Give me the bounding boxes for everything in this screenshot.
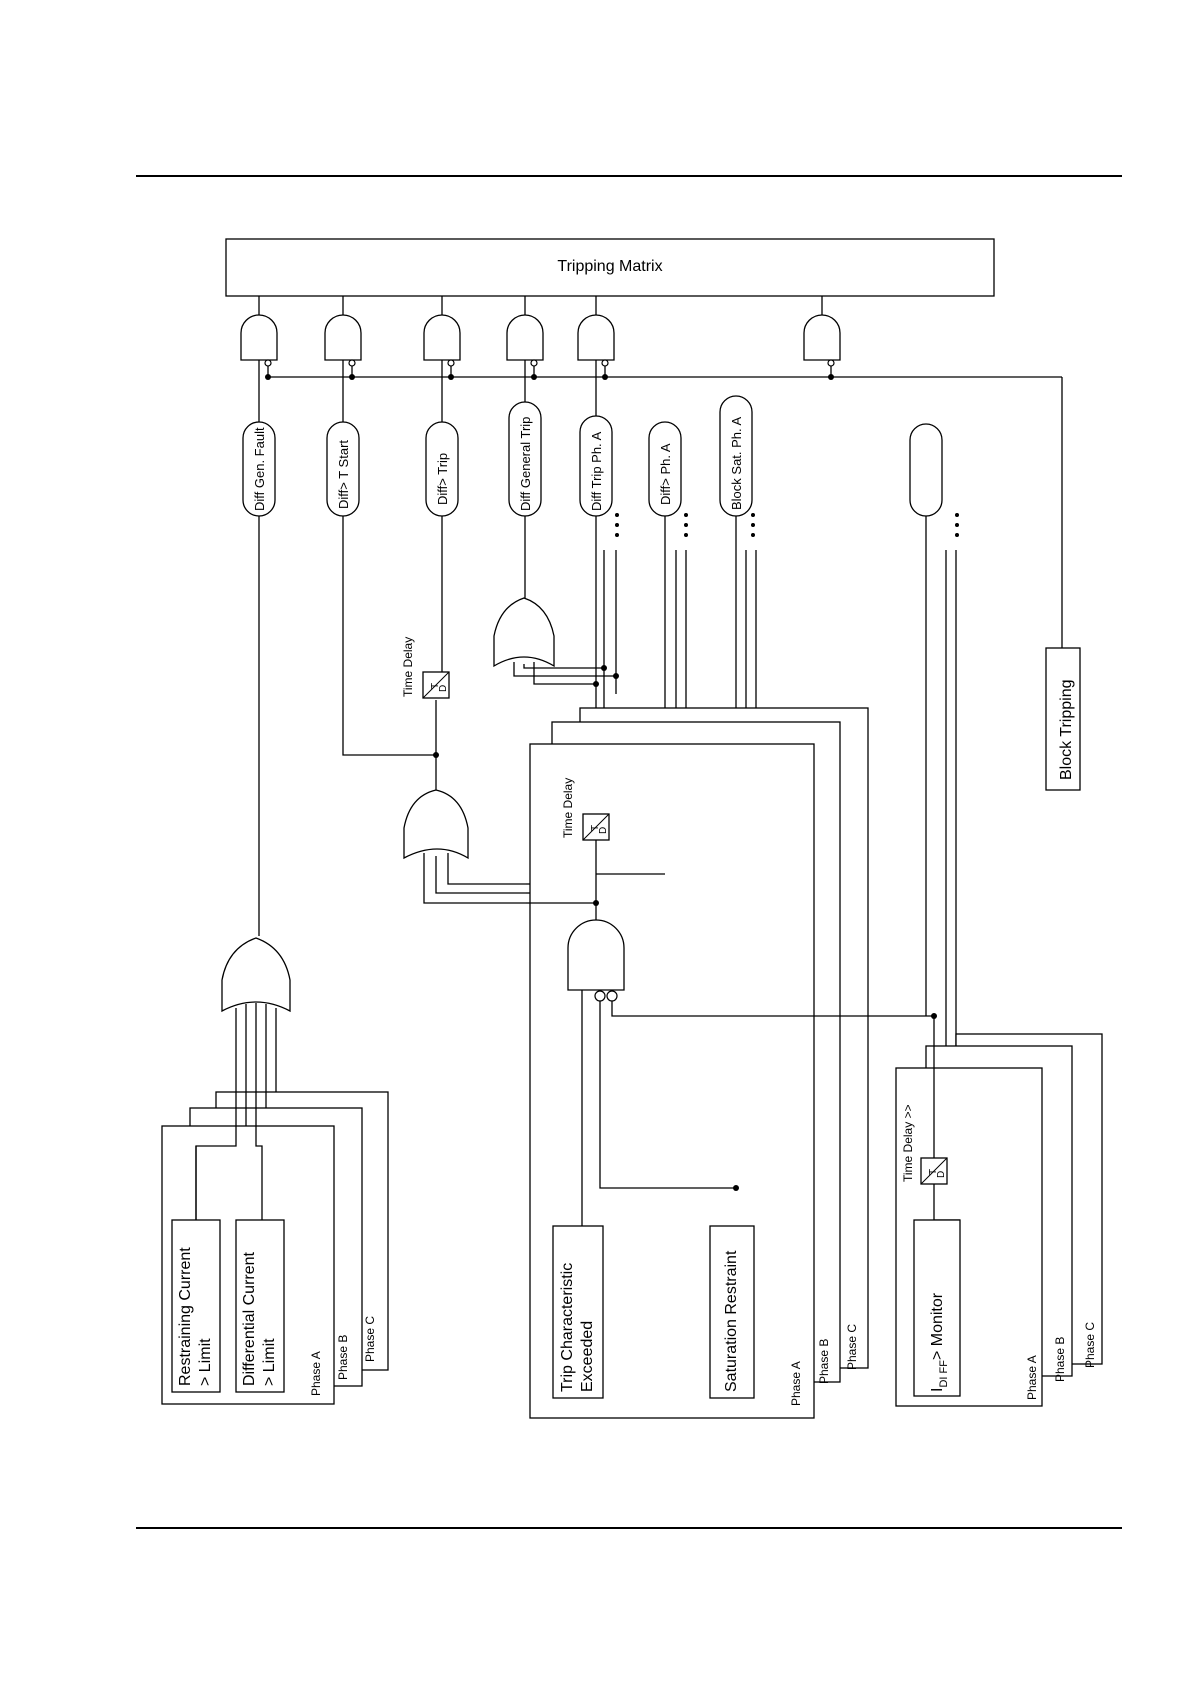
signal-label: Diff> T Start (336, 440, 351, 509)
ellipsis-4 (955, 513, 959, 537)
phase-a-label-middle: Phase A (789, 1361, 803, 1406)
and-gate-trip (567, 919, 625, 1002)
time-delay-label: Time Delay (561, 778, 575, 838)
signal-unlabeled (909, 423, 943, 517)
restraining-line2: > Limit (197, 1338, 214, 1386)
trip-characteristic-box: Trip Characteristic Exceeded (552, 1225, 604, 1399)
block-tripping-block: Block Tripping (1045, 647, 1081, 791)
trip-char-line2: Exceeded (579, 1321, 596, 1392)
td-d: D (936, 1171, 947, 1178)
signal-diff-trip: Diff> Trip (425, 421, 459, 517)
block-tripping-label: Block Tripping (1058, 680, 1075, 781)
td-t: T (590, 825, 601, 831)
trip-char-line1: Trip Characteristic (559, 1263, 576, 1392)
and-gate-3 (423, 296, 461, 367)
phase-b-label-middle: Phase B (817, 1339, 831, 1384)
and-gate-6 (803, 296, 841, 367)
signal-label: Diff Trip Ph. A (589, 431, 604, 511)
idiff-monitor-box: IDI FF> Monitor (913, 1219, 961, 1397)
td-d: D (598, 827, 609, 834)
signal-diff-general-trip: Diff General Trip (508, 401, 542, 517)
signal-block-sat-ph-a: Block Sat. Ph. A (719, 395, 753, 517)
and-gates-row (240, 296, 841, 367)
phase-a-label-left: Phase A (309, 1351, 323, 1396)
ellipsis-marks (615, 513, 959, 537)
and-gate-5 (577, 296, 615, 367)
left-phase-stack: Restraining Current > Limit Differential… (161, 1091, 389, 1405)
differential-line1: Differential Current (241, 1251, 258, 1386)
ellipsis-3 (751, 513, 755, 537)
phase-b-label-right: Phase B (1053, 1337, 1067, 1382)
saturation-restraint-box: Saturation Restraint (709, 1225, 755, 1399)
restraining-line1: Restraining Current (177, 1247, 194, 1386)
or-gate-general-trip (493, 597, 616, 685)
td-t: T (430, 683, 441, 689)
time-delay-3: Time Delay >> T D (901, 1104, 948, 1185)
or-gate-gen-fault (221, 937, 291, 1092)
signal-diff-trip-ph-a: Diff Trip Ph. A (579, 415, 613, 517)
td-t: T (928, 1169, 939, 1175)
saturation-restraint-label: Saturation Restraint (723, 1250, 740, 1392)
differential-line2: > Limit (261, 1338, 278, 1386)
time-delay-2: Time Delay T D (561, 778, 610, 841)
time-delay-monitor-label: Time Delay >> (901, 1104, 915, 1182)
signal-label: Diff Gen. Fault (252, 427, 267, 511)
signal-label: Diff> Trip (435, 453, 450, 505)
td-d: D (438, 685, 449, 692)
ellipsis-2 (684, 513, 688, 537)
and-gate-1 (240, 296, 278, 367)
phase-a-label-right: Phase A (1025, 1355, 1039, 1400)
block-bus (265, 366, 1063, 648)
signal-label: Block Sat. Ph. A (729, 416, 744, 510)
phase-c-label-middle: Phase C (845, 1324, 859, 1370)
time-delay-label: Time Delay (401, 637, 415, 697)
tripping-matrix-block: Tripping Matrix (225, 238, 995, 297)
right-phase-stack: Time Delay >> T D IDI FF> Monitor Phase … (895, 1016, 1103, 1407)
time-delay-1: Time Delay T D (401, 637, 450, 699)
and-gate-4 (506, 296, 544, 367)
phase-b-label-left: Phase B (336, 1335, 350, 1380)
phase-c-label-right: Phase C (1083, 1322, 1097, 1368)
differential-current-box: Differential Current > Limit (235, 1219, 285, 1393)
middle-phase-stack: Time Delay T D Trip Characteristic Excee… (526, 707, 937, 1419)
signal-diff-gen-fault: Diff Gen. Fault (242, 421, 276, 517)
tripping-matrix-label: Tripping Matrix (557, 258, 662, 275)
and-gate-2 (324, 296, 362, 367)
restraining-current-box: Restraining Current > Limit (171, 1219, 221, 1393)
signal-label: Diff General Trip (518, 417, 533, 511)
ellipsis-1 (615, 513, 619, 537)
signal-diff-ph-a: Diff> Ph. A (648, 421, 682, 517)
or-gate-diff-trip (403, 789, 526, 904)
idiff-monitor-label: IDI FF> Monitor (929, 1292, 950, 1392)
phase-c-label-left: Phase C (363, 1316, 377, 1362)
signal-label: Diff> Ph. A (658, 443, 673, 505)
signal-diff-t-start: Diff> T Start (326, 421, 360, 517)
